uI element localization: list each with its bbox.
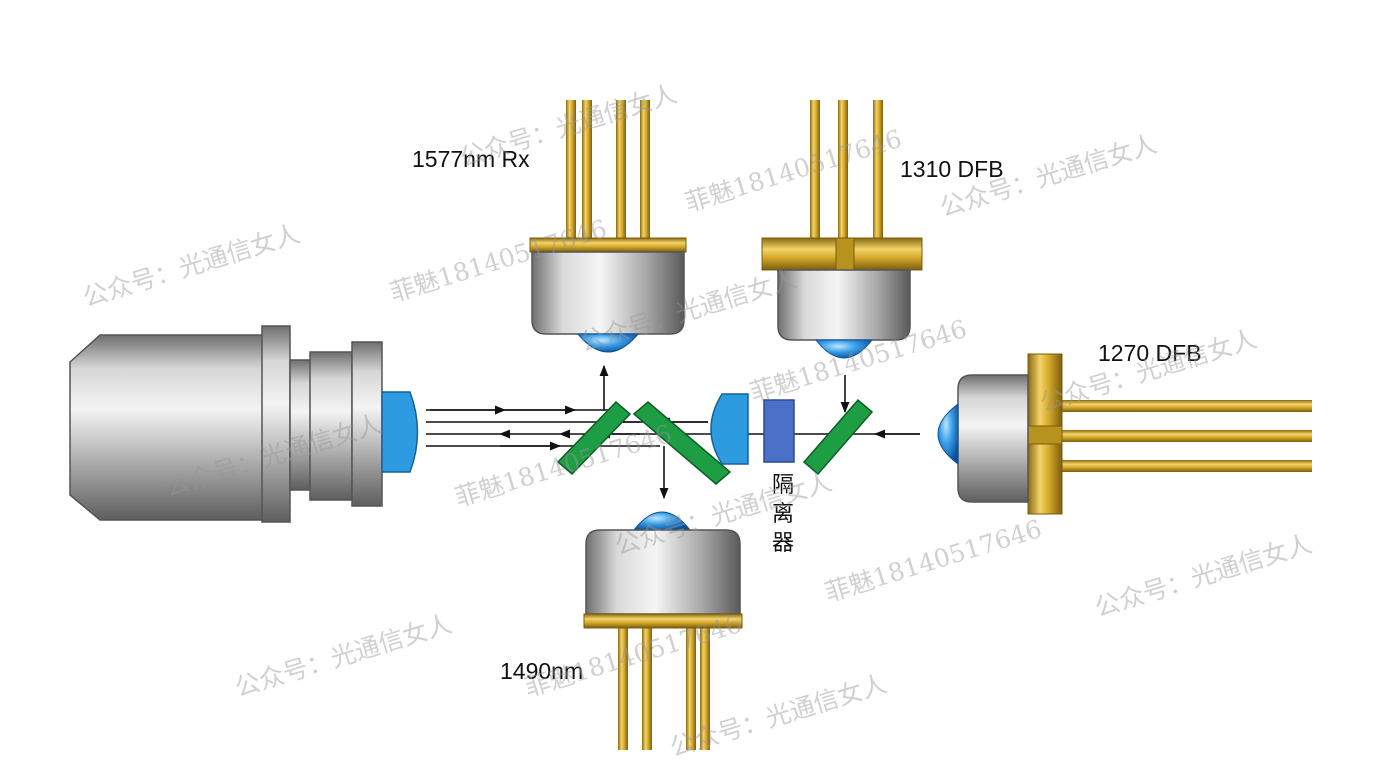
collimating-lens [710,393,749,465]
isolator-label-char-1: 隔 [772,473,795,498]
rx1577-to-can [529,100,687,353]
fiber-receptacle [69,325,419,523]
isolator-label-char-2: 离 [772,502,795,527]
dfb1310-to-can [761,100,923,359]
label-1310-dfb: 1310 DFB [900,156,1004,182]
label-1490nm: 1490nm [500,658,584,684]
isolator-block [763,399,795,463]
label-1577nm-rx: 1577nm Rx [412,146,530,172]
dfb1270-to-can [937,353,1312,515]
label-1270-dfb: 1270 DFB [1098,340,1202,366]
wdm-filters [556,398,874,485]
rx1490-to-can [583,511,743,750]
isolator-label-char-3: 器 [772,531,795,556]
